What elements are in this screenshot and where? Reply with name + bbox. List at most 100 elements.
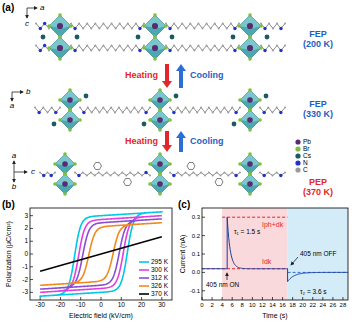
c-atom	[98, 112, 100, 114]
c-atom	[226, 50, 228, 52]
n-atom	[144, 111, 147, 114]
c-atom	[276, 172, 278, 174]
tick-label: 6	[231, 302, 234, 309]
legend-item	[139, 278, 149, 279]
octahedron-facet	[150, 154, 170, 166]
cs-atom	[174, 94, 179, 99]
br-atom	[168, 162, 172, 166]
tick	[282, 297, 283, 300]
c-atom	[192, 107, 194, 109]
n-atom	[262, 174, 265, 177]
c-atom	[34, 107, 36, 109]
br-atom	[68, 108, 72, 112]
cs-atom	[142, 122, 147, 127]
c-atom	[39, 28, 41, 30]
c-atom	[185, 172, 187, 174]
n-atom	[77, 174, 80, 177]
axis-arrow	[27, 8, 28, 18]
c-atom	[189, 45, 191, 47]
br-atom	[148, 118, 152, 122]
n-atom	[39, 49, 42, 52]
c-atom	[102, 175, 104, 177]
cs-atom	[41, 35, 46, 40]
c-atom	[185, 107, 187, 109]
c-atom	[284, 107, 286, 109]
br-atom	[63, 192, 67, 196]
c-atom	[284, 23, 286, 25]
c-atom	[227, 175, 229, 177]
n-atom	[42, 174, 45, 177]
n-atom	[234, 174, 237, 177]
c-atom	[113, 172, 115, 174]
tick	[121, 297, 122, 300]
n-atom	[73, 27, 76, 30]
c-atom	[177, 50, 179, 52]
c-atom	[214, 45, 216, 47]
atom-swatch	[295, 167, 300, 172]
octahedron-face	[60, 90, 80, 110]
legend-label: 370 K	[151, 290, 168, 297]
organic-chain	[169, 172, 241, 178]
atom-swatch	[295, 146, 300, 151]
octahedron-face	[49, 15, 71, 37]
octahedron-face	[49, 37, 71, 59]
octahedron-face	[60, 110, 80, 130]
tick-label: -2	[22, 276, 28, 283]
c-atom	[54, 172, 56, 174]
chain-bond	[36, 24, 49, 29]
pb-atom	[152, 45, 158, 51]
pb-atom	[247, 45, 253, 51]
c-atom	[94, 45, 96, 47]
organic-chain	[260, 23, 286, 31]
tick	[302, 297, 303, 300]
c-atom	[149, 107, 151, 109]
octahedron-facet	[60, 110, 80, 122]
octahedron-facet	[239, 37, 261, 50]
br-atom	[237, 24, 241, 28]
organic-chain	[34, 107, 61, 115]
cs-atom	[231, 35, 236, 40]
br-atom	[248, 172, 252, 176]
c-atom	[196, 175, 198, 177]
organic-ring	[124, 179, 132, 186]
octahedron-face	[240, 110, 260, 130]
legend-label: 312 K	[151, 274, 168, 281]
tick-label: 2	[24, 225, 28, 232]
n-atom	[172, 111, 175, 114]
pbbr6-octahedron	[58, 108, 82, 132]
c-atom	[239, 172, 241, 174]
cs-atom	[170, 35, 175, 40]
axis-arrow	[12, 92, 13, 101]
c-atom	[206, 45, 208, 47]
tick-label: 3	[24, 212, 28, 219]
organic-chain	[260, 45, 286, 53]
c-atom	[131, 28, 133, 30]
pbbr6-octahedron	[238, 108, 262, 132]
br-atom	[148, 162, 152, 166]
c-atom	[272, 50, 274, 52]
c-atom	[181, 23, 183, 25]
c-atom	[47, 112, 49, 114]
legend-label: Cs	[303, 152, 311, 159]
br-atom	[69, 24, 73, 28]
octahedron-face	[150, 154, 170, 174]
c-atom	[86, 175, 88, 177]
br-atom	[58, 118, 62, 122]
organic-chain	[259, 107, 286, 115]
c-atom	[38, 112, 40, 114]
tick-label: -20	[56, 301, 65, 308]
octahedron-facet	[55, 154, 75, 166]
c-atom	[169, 107, 171, 109]
br-atom	[158, 172, 162, 176]
n-atom	[39, 27, 42, 30]
cs-atom	[265, 35, 270, 40]
br-atom	[153, 13, 157, 17]
pb-atom	[247, 117, 253, 123]
br-atom	[47, 24, 51, 28]
c-atom	[135, 45, 137, 47]
tick	[342, 297, 343, 300]
c-atom	[47, 172, 49, 174]
tick	[202, 297, 203, 300]
c-atom	[117, 175, 119, 177]
chain-bond	[71, 46, 144, 51]
